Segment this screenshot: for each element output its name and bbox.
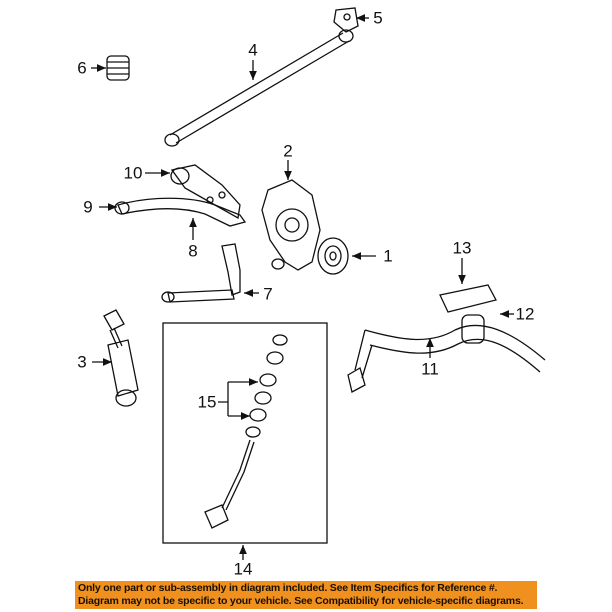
callout-11: 11: [421, 359, 439, 379]
leader-lines: [91, 14, 514, 560]
callout-12: 12: [515, 304, 535, 324]
part-6-bump-stop: [106, 55, 130, 81]
callout-5: 5: [373, 8, 383, 28]
part-13-bushing-bracket: [439, 284, 497, 313]
part-1-hub-bearing: [317, 237, 349, 275]
callout-9: 9: [83, 197, 93, 217]
part-2-steering-knuckle: [261, 179, 321, 271]
callout-10: 10: [123, 163, 143, 183]
part-4-track-bar: [164, 29, 354, 147]
callout-4: 4: [248, 40, 258, 60]
part-8-control-arm: [114, 164, 247, 227]
callout-15-bracket: [218, 382, 229, 416]
callout-3: 3: [77, 352, 87, 372]
part-7-lower-link: [161, 243, 241, 303]
part-3-shock-absorber: [103, 309, 139, 407]
part-11-stabilizer-bar: [347, 314, 546, 393]
part-14-stabilizer-link-kit: [162, 322, 328, 544]
callout-1: 1: [383, 246, 393, 266]
callout-13: 13: [452, 238, 472, 258]
callout-8: 8: [188, 241, 198, 261]
disclaimer-banner: Only one part or sub-assembly in diagram…: [75, 581, 537, 609]
disclaimer-line-1: Only one part or sub-assembly in diagram…: [78, 582, 498, 594]
callout-15: 15: [197, 392, 217, 412]
callout-14: 14: [233, 559, 253, 579]
callout-6: 6: [77, 58, 87, 78]
disclaimer-line-2: Diagram may not be specific to your vehi…: [78, 595, 524, 607]
callout-2: 2: [283, 141, 293, 161]
part-5-bracket: [333, 7, 359, 33]
callout-7: 7: [263, 284, 273, 304]
